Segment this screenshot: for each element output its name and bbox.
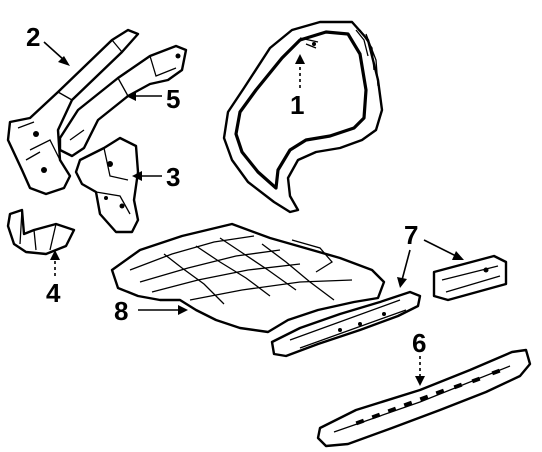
callout-5: 5 xyxy=(166,84,180,114)
callout-4: 4 xyxy=(46,278,61,308)
part-3-hinge-pillar xyxy=(74,136,140,234)
callout-1: 1 xyxy=(290,90,304,120)
part-4-bracket xyxy=(6,208,76,256)
callout-labels: 1 2 3 4 5 6 7 8 xyxy=(26,22,426,358)
part-5-inner-pillar xyxy=(58,44,188,158)
part-6-rocker-panel xyxy=(316,348,532,448)
part-7-end-plate xyxy=(432,254,508,302)
leader-lines xyxy=(43,41,464,386)
callout-3: 3 xyxy=(166,162,180,192)
callout-7: 7 xyxy=(404,220,418,250)
callout-8: 8 xyxy=(114,296,128,326)
part-2-windshield-pillar xyxy=(6,28,140,196)
callout-2: 2 xyxy=(26,22,40,52)
callout-6: 6 xyxy=(412,328,426,358)
part-1-door-frame xyxy=(222,20,384,214)
part-8-floor-pan xyxy=(110,222,386,334)
part-7-rocker-reinforcement xyxy=(270,290,422,358)
rocker-slots xyxy=(355,368,501,426)
